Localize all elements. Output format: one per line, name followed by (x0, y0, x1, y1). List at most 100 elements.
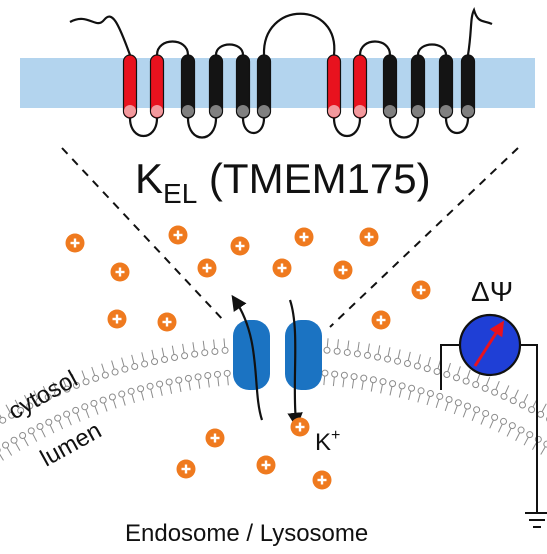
lipid (161, 347, 169, 363)
lipid (340, 371, 348, 388)
lipid (181, 343, 189, 360)
lipid (417, 387, 425, 403)
zoom-line-right (329, 147, 519, 328)
lipid (156, 380, 164, 396)
lipid (221, 338, 229, 354)
lipid (99, 396, 108, 412)
lipid (509, 389, 519, 405)
lipid (10, 436, 21, 451)
lipid (0, 414, 7, 424)
lipid (194, 373, 202, 389)
lipid (81, 370, 90, 386)
lipid (23, 394, 34, 410)
lipid (500, 385, 510, 400)
topology-diagram (20, 6, 535, 139)
loop (332, 117, 362, 137)
transmembrane-helix (180, 54, 196, 119)
transmembrane-helix (208, 54, 224, 119)
lipid (360, 374, 368, 391)
lipid (223, 369, 231, 386)
lipid (175, 376, 183, 392)
topology-loops (69, 6, 493, 139)
plus-icon (176, 459, 196, 479)
loop (241, 117, 266, 135)
plus-icon (411, 280, 431, 300)
plus-icon (312, 470, 332, 490)
lipid (62, 377, 71, 393)
lipid (528, 398, 538, 414)
lipid (151, 349, 159, 366)
lipid (42, 386, 52, 401)
voltmeter-needle (473, 320, 505, 367)
plus-icon (272, 258, 292, 278)
lipid (323, 338, 331, 354)
plus-icon (65, 233, 85, 253)
lipid (369, 376, 377, 392)
lipid (471, 406, 481, 422)
lipid (435, 392, 444, 409)
lipid (394, 349, 402, 365)
channel-protein (233, 320, 322, 390)
arrow-icon (287, 299, 303, 429)
lipid (52, 381, 62, 397)
voltmeter-wire-left (440, 344, 460, 390)
lipid (398, 382, 406, 398)
lipid (45, 418, 55, 434)
lipid (537, 403, 547, 418)
lipid (101, 363, 109, 379)
topology-helices (122, 54, 476, 119)
lipid (71, 373, 80, 389)
loop (214, 43, 245, 56)
lipid (489, 413, 499, 429)
ion-label: K+ (315, 427, 340, 456)
lipid (137, 385, 145, 401)
zoom-line-left (61, 147, 226, 323)
organelle-label: Endosome / Lysosome (125, 520, 368, 547)
lipid (33, 390, 43, 405)
loop (466, 6, 493, 56)
lipid (497, 417, 508, 433)
lipid (518, 394, 529, 409)
channel-subunit-left (233, 320, 270, 390)
lipid (462, 369, 471, 385)
loop (155, 40, 190, 56)
lipid (404, 351, 412, 368)
voltmeter-icon: ΔΨ (440, 276, 538, 512)
lipid (443, 362, 451, 379)
plus-icon (168, 225, 188, 245)
lipid (363, 343, 371, 359)
lipid (389, 380, 397, 396)
lipid (118, 390, 126, 406)
plus-icon (205, 428, 225, 448)
lipid (331, 370, 339, 387)
lipid (515, 426, 525, 441)
transmembrane-helix (438, 54, 454, 119)
lipid (81, 403, 90, 419)
lipid (413, 354, 421, 370)
loop (358, 40, 392, 56)
lipid (453, 399, 462, 415)
transmembrane-helix (122, 54, 138, 119)
lipid (27, 427, 38, 442)
lipid (63, 410, 72, 426)
lipid (165, 378, 173, 394)
ground-icon (525, 512, 547, 528)
lipid (379, 378, 387, 394)
lipid (146, 382, 154, 399)
transmembrane-helix (460, 54, 476, 119)
arrow-icon (231, 294, 264, 421)
lipid (0, 448, 4, 461)
lipid (54, 414, 64, 430)
transmembrane-helix (410, 54, 426, 119)
protein-title: KEL (TMEM175) (135, 155, 431, 209)
lipid (540, 440, 547, 455)
loop (69, 15, 132, 56)
plus-icon (157, 312, 177, 332)
lipid (472, 373, 481, 389)
lipid (462, 402, 471, 418)
transmembrane-helix (326, 54, 342, 119)
lipid (111, 360, 119, 376)
voltmeter-wire-right (521, 344, 538, 512)
lipid (2, 441, 13, 456)
lipid (141, 352, 149, 368)
